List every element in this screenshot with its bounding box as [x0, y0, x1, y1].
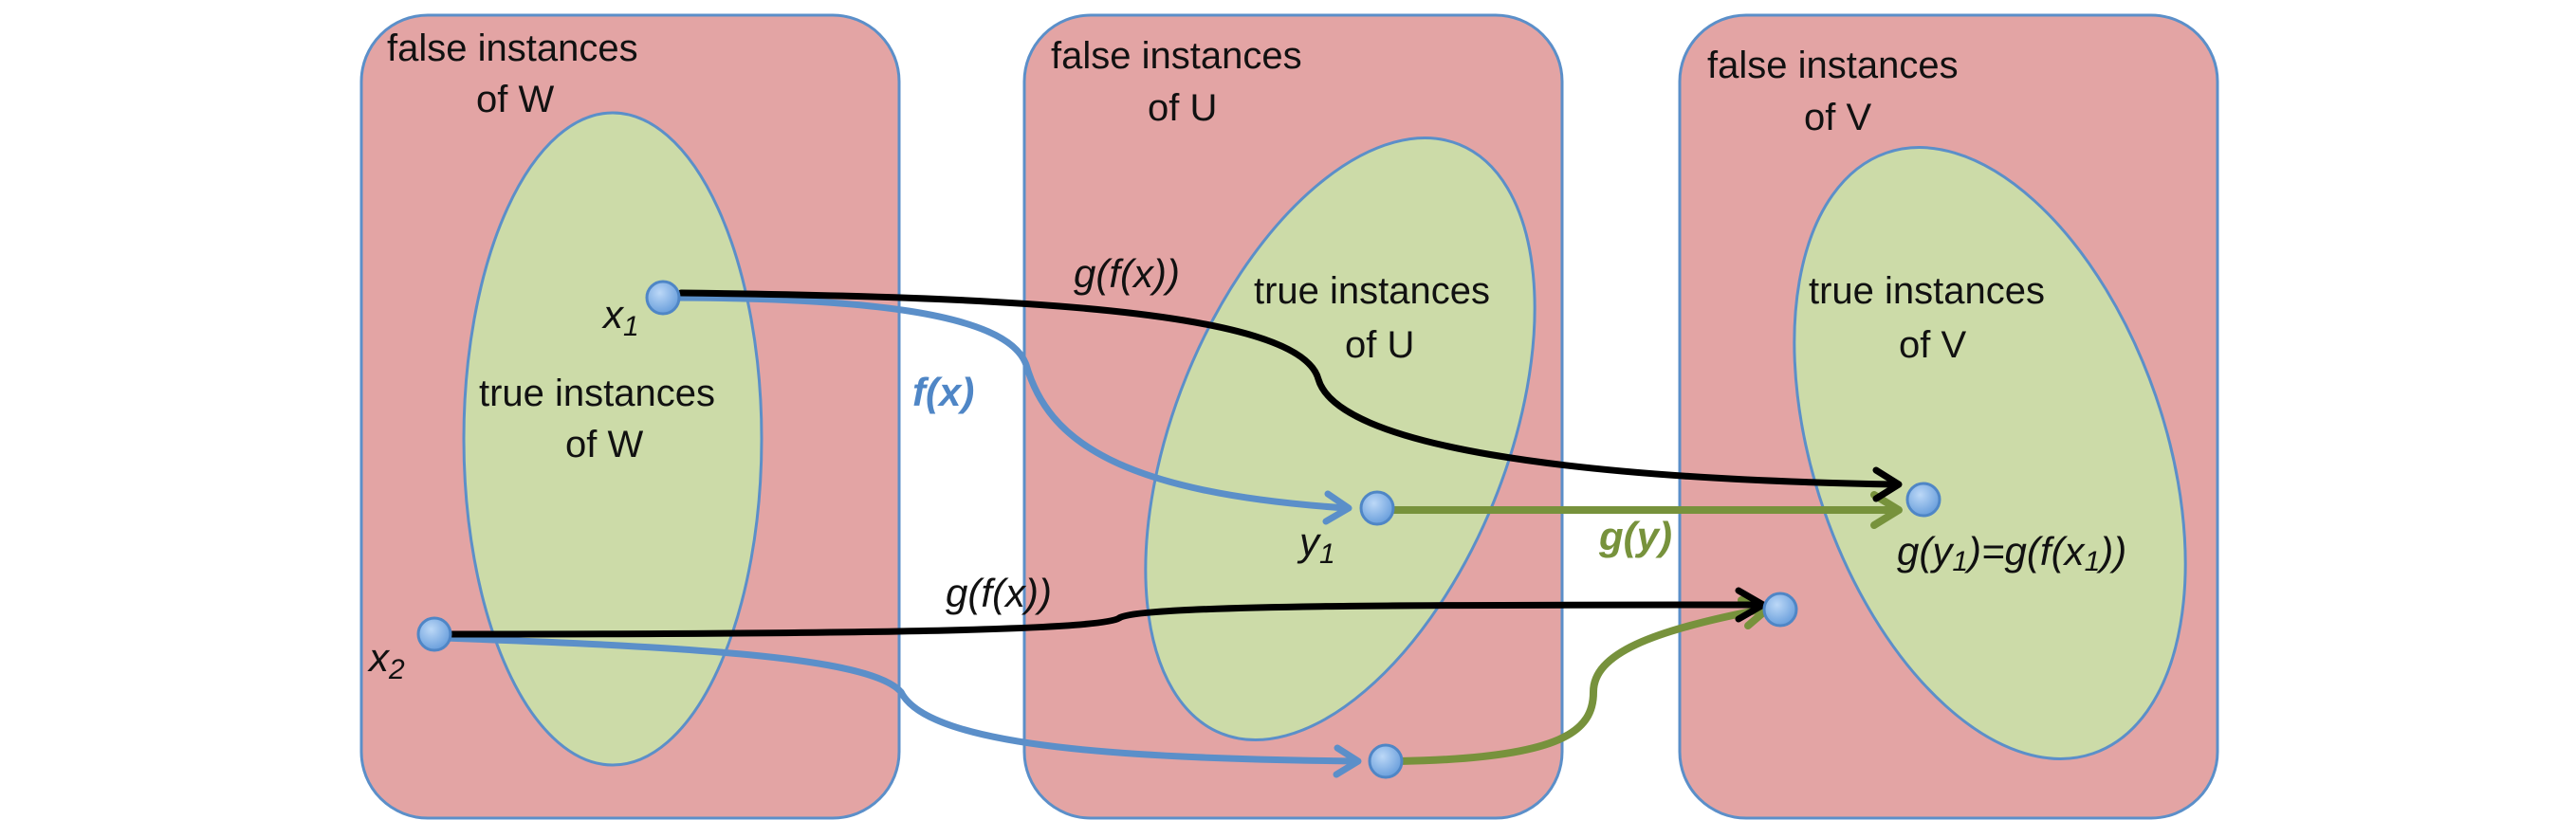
true-label-v-line1: true instances [1809, 270, 2045, 312]
label-gfx-top: g(f(x)) [1074, 251, 1180, 296]
label-fx: f(x) [912, 370, 974, 414]
false-label-v-line1: false instances [1707, 45, 1959, 86]
label-x2: x2 [367, 635, 405, 685]
true-label-u-line1: true instances [1254, 270, 1490, 312]
arrow-f-x2-y2 [440, 634, 1362, 778]
point-y1 [1359, 490, 1395, 526]
label-result: g(y1)=g(f(x1)) [1897, 529, 2126, 577]
arrow-gfx-x1 [677, 289, 1903, 502]
arrow-f-x1-y1 [660, 294, 1352, 525]
point-g-y1 [1905, 482, 1941, 518]
arrow-g-y1 [1376, 491, 1903, 529]
false-label-w-line1: false instances [387, 27, 638, 69]
label-gy: g(y) [1598, 514, 1672, 558]
panel-v: false instances of V true instances of V [1678, 13, 2219, 820]
point-y2 [1368, 743, 1404, 779]
point-g-y2 [1762, 592, 1798, 628]
false-label-w-line2: of W [476, 79, 554, 120]
true-label-u-line2: of U [1345, 324, 1414, 366]
panel-w: false instances of W true instances of W [359, 13, 901, 820]
true-region-u [1144, 137, 1536, 741]
false-label-u-line1: false instances [1051, 35, 1302, 77]
label-gfx-bottom: g(f(x)) [946, 571, 1052, 615]
true-region-w [462, 111, 764, 767]
point-x1 [645, 280, 681, 316]
true-label-w-line2: of W [565, 424, 643, 465]
point-x2 [416, 616, 452, 652]
label-x1: x1 [601, 292, 639, 342]
arrow-gfx-x2 [444, 587, 1767, 638]
false-label-u-line2: of U [1148, 87, 1217, 129]
true-label-v-line2: of V [1899, 324, 1966, 366]
true-label-w-line1: true instances [479, 373, 715, 414]
label-y1: y1 [1297, 519, 1335, 570]
false-label-v-line2: of V [1804, 97, 1871, 138]
panel-u: false instances of U true instances of U [1022, 13, 1564, 820]
